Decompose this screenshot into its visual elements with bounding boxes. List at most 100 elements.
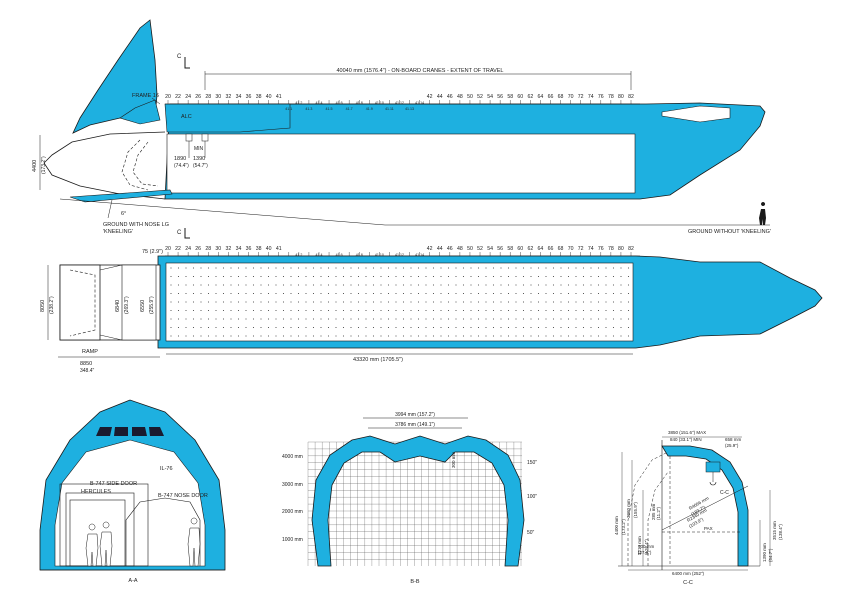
tie-down-point: [230, 335, 232, 337]
tie-down-point: [290, 275, 292, 278]
tie-down-point: [342, 267, 345, 269]
tie-down-point: [515, 326, 517, 329]
tie-down-point: [327, 335, 330, 337]
tie-down-point: [455, 284, 457, 286]
tie-down-point: [590, 335, 592, 337]
tie-down-point: [290, 292, 292, 295]
ground-without: GROUND WITHOUT 'KNEELING': [688, 229, 771, 235]
tie-down-point: [552, 326, 555, 329]
frame-number: 54: [487, 94, 493, 100]
tie-down-point: [297, 301, 300, 303]
tie-down-point: [522, 292, 525, 295]
tie-down-point: [297, 275, 300, 278]
tie-down-point: [582, 335, 585, 337]
tie-down-point: [620, 275, 622, 278]
tie-down-point: [440, 292, 442, 295]
tie-down-point: [267, 335, 270, 337]
tie-down-point: [545, 301, 547, 303]
frame-number: 41.11: [385, 107, 394, 111]
tie-down-point: [282, 284, 285, 286]
tie-down-point: [402, 318, 405, 320]
tie-down-point: [222, 267, 225, 269]
dim-6550: 6550: [140, 300, 146, 312]
tie-down-point: [222, 326, 225, 329]
tie-down-point: [215, 318, 217, 320]
tie-down-point: [567, 275, 570, 278]
tie-down-point: [237, 326, 240, 329]
tie-down-point: [267, 326, 270, 329]
tie-down-point: [170, 318, 172, 320]
frame-number: 82: [628, 246, 634, 252]
tie-down-point: [260, 292, 262, 295]
tie-down-point: [275, 275, 277, 278]
cc-dim-1390-in: (54.7"): [768, 548, 773, 562]
tie-down-point: [177, 326, 180, 329]
tie-down-point: [357, 267, 360, 269]
frame-number: 40: [266, 94, 272, 100]
height-dim: 4400: [32, 160, 38, 172]
frame-number: 24: [185, 246, 191, 252]
tie-down-point: [417, 292, 420, 295]
tie-down-point: [477, 267, 480, 269]
tie-down-point: [312, 318, 315, 320]
frame-number: 41: [276, 246, 282, 252]
tie-down-point: [530, 284, 532, 286]
tie-down-point: [312, 301, 315, 303]
tie-down-point: [575, 318, 577, 320]
tie-down-point: [282, 309, 285, 312]
tie-down-point: [507, 267, 510, 269]
tie-down-point: [447, 318, 450, 320]
aa-people: [85, 517, 201, 567]
tie-down-point: [305, 318, 307, 320]
cc-width-bottom: 6400 mm (252"): [672, 571, 705, 576]
tie-down-point: [215, 326, 217, 329]
frame-number: 68: [558, 246, 564, 252]
tie-down-point: [387, 301, 390, 303]
nose-door-dashed-2: [132, 141, 159, 187]
tie-down-point: [455, 335, 457, 337]
tie-down-point: [282, 301, 285, 303]
tie-down-point: [410, 335, 412, 337]
cc-dim-700: 700 mm: [638, 544, 655, 549]
tie-down-point: [267, 267, 270, 269]
tie-down-point: [290, 309, 292, 312]
frame16-leader: [151, 97, 161, 105]
tie-down-point: [545, 284, 547, 286]
tie-down-point: [627, 284, 630, 286]
tie-down-point: [537, 275, 540, 278]
aa-b747-nose-door: [125, 497, 201, 566]
tie-down-point: [470, 292, 472, 295]
tie-down-point: [582, 318, 585, 320]
tie-down-point: [582, 284, 585, 286]
tie-down-point: [215, 267, 217, 269]
tie-down-point: [492, 309, 495, 312]
tie-down-point: [432, 275, 435, 278]
tie-down-point: [462, 326, 465, 329]
tie-down-point: [177, 284, 180, 286]
tie-down-point: [605, 284, 607, 286]
tie-down-point: [477, 335, 480, 337]
tie-down-point: [552, 275, 555, 278]
tie-down-point: [470, 309, 472, 312]
tie-down-point: [395, 309, 397, 312]
tie-down-point: [440, 301, 442, 303]
tie-down-point: [545, 275, 547, 278]
tie-down-point: [485, 326, 487, 329]
tie-down-point: [372, 284, 375, 286]
frame-number: 36: [246, 94, 252, 100]
ramp-label: RAMP: [82, 349, 98, 355]
side-view: C 40040 mm (1576.4") - ON-BOARD CRANES -…: [32, 19, 771, 235]
tie-down-point: [267, 318, 270, 320]
tie-down-point: [237, 292, 240, 295]
frame-number: 50: [467, 246, 473, 252]
tie-down-point: [515, 292, 517, 295]
tie-down-point: [605, 335, 607, 337]
tie-down-point: [605, 301, 607, 303]
cc-width-max: 3850 (151.6") MAX: [668, 430, 706, 435]
frame-number: 50: [467, 94, 473, 100]
tie-down-point: [215, 309, 217, 312]
tie-down-point: [380, 301, 382, 303]
frame-number: 54: [487, 246, 493, 252]
tie-down-point: [552, 301, 555, 303]
tie-down-point: [222, 301, 225, 303]
